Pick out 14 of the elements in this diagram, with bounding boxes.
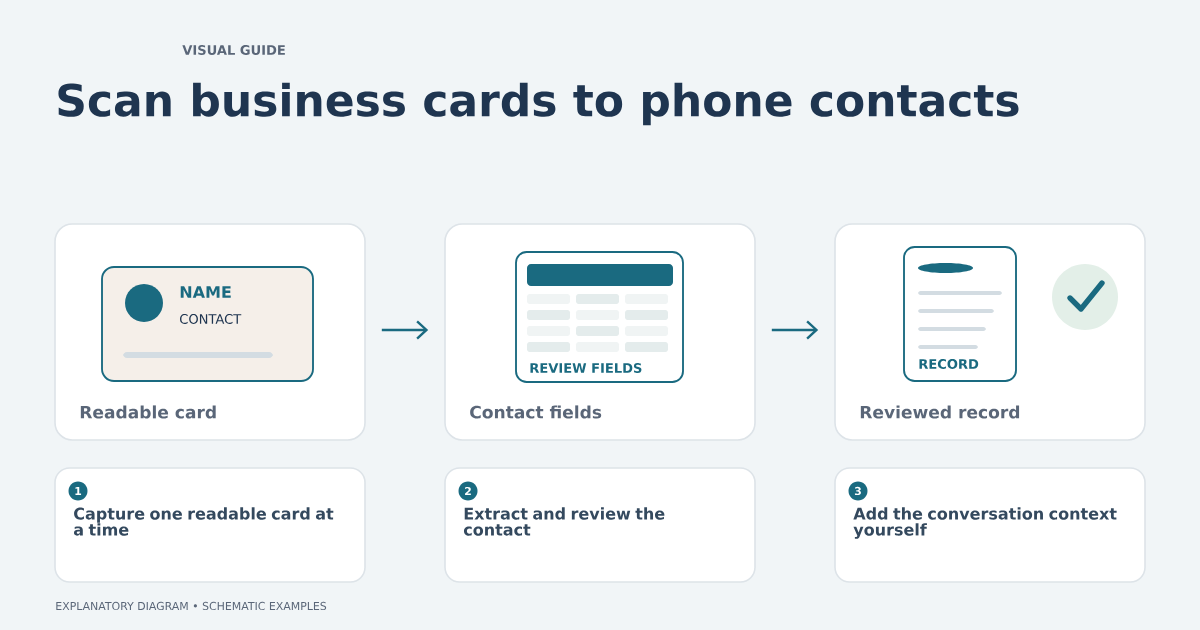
number-badge: 2 <box>458 481 478 501</box>
form-drawing: REVIEW FIELDS <box>515 251 684 383</box>
step-text: Capture one readable card at a time <box>73 507 334 536</box>
number-badge: 1 <box>68 481 88 501</box>
step-text: Extract and review the contact <box>463 507 665 536</box>
document-drawing: RECORD <box>903 246 1017 382</box>
title: Scan business cards to phone contacts <box>58 82 1019 126</box>
arrow <box>381 320 429 340</box>
footer-note: EXPLANATORY DIAGRAM • SCHEMATIC EXAMPLES <box>56 601 327 611</box>
number-badge: 3 <box>848 481 868 501</box>
arrow <box>771 320 819 340</box>
business-card: NAME CONTACT <box>101 266 314 382</box>
header-tag: VISUAL GUIDE <box>182 45 285 55</box>
step-text: Add the conversation context yourself <box>853 507 1117 539</box>
